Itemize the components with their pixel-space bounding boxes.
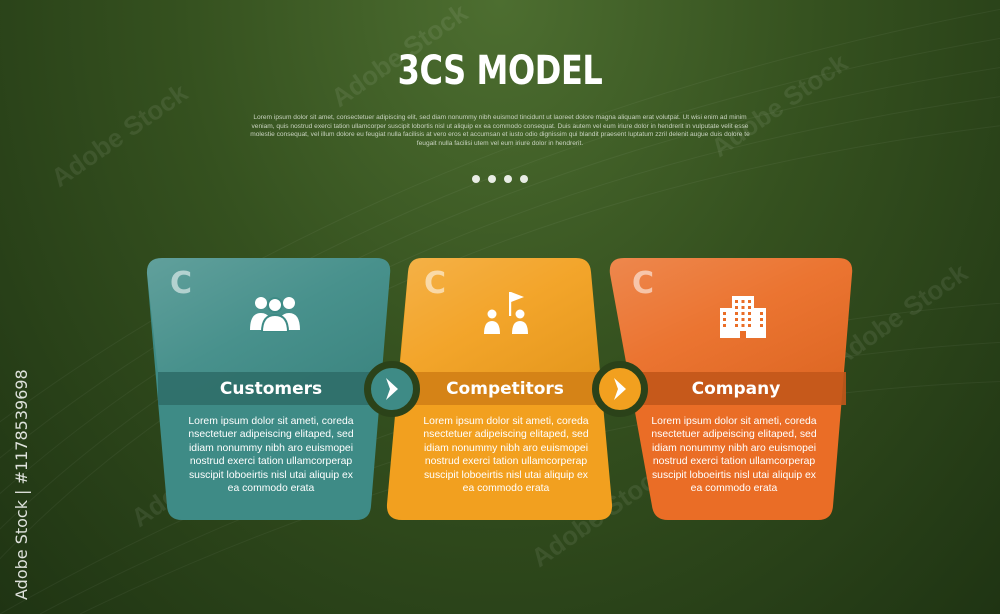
- building-icon: [720, 296, 766, 338]
- card-title-company: Company: [691, 379, 781, 399]
- pagination-dot: [472, 175, 480, 183]
- connector-arrow: [592, 361, 648, 417]
- page-title: 3CS MODEL: [397, 48, 603, 94]
- card-title-customers: Customers: [219, 379, 323, 399]
- card-letter: C: [424, 266, 447, 301]
- pagination-dot: [504, 175, 512, 183]
- card-competitors: [386, 258, 613, 520]
- card-letter: C: [632, 266, 655, 301]
- chevron-right-icon: [386, 378, 398, 400]
- card-letter: C: [170, 266, 193, 301]
- connector-arrow: [364, 361, 420, 417]
- card-body-customers: Lorem ipsum dolor sit ameti, coreda nsec…: [188, 416, 354, 495]
- pagination-dot: [488, 175, 496, 183]
- card-body-competitors: Lorem ipsum dolor sit ameti, coreda nsec…: [423, 416, 589, 495]
- card-body-company: Lorem ipsum dolor sit ameti, coreda nsec…: [651, 416, 817, 495]
- chevron-right-icon: [614, 378, 626, 400]
- people-group-icon: [250, 297, 300, 332]
- card-company: [609, 258, 853, 520]
- pagination-dots: [470, 175, 530, 185]
- pagination-dot: [520, 175, 528, 183]
- page-subtitle: Lorem ipsum dolor sit amet, consectetuer…: [250, 114, 750, 147]
- card-title-competitors: Competitors: [446, 379, 564, 399]
- competitors-flag-icon: [484, 292, 528, 334]
